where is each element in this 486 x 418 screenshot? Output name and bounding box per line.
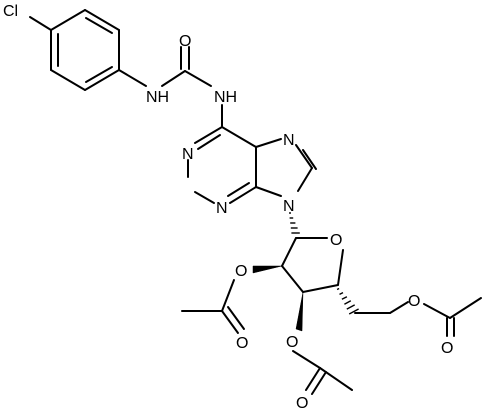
acetyl-5prime-methyl-bond — [449, 297, 482, 319]
acetyl-3prime-c-o-double-a — [305, 367, 321, 391]
acetate-3prime-carbonyl-oxygen-label: O — [296, 395, 308, 412]
o2prime-c-bond — [221, 279, 235, 312]
acetyl-3prime-c-o-double-b — [311, 371, 327, 395]
c2prime-wedge-bond — [252, 265, 283, 274]
purine-n9-label: N — [283, 198, 295, 215]
acetate-2prime-oxygen-label: O — [235, 263, 247, 280]
urea-nh-label-2: NH — [214, 89, 237, 106]
acetate-5prime-oxygen-label: O — [408, 293, 420, 310]
glycosidic-hashed-bond — [289, 212, 300, 234]
c3prime-wedge-bond — [295, 291, 304, 332]
acetate-3prime-oxygen-label: O — [286, 334, 298, 351]
carbonyl-nh-bond — [184, 70, 212, 87]
c5prime-o-bond — [389, 301, 409, 314]
ribose-ring — [281, 237, 344, 293]
acetyl-2prime-c-o-double-b — [227, 306, 245, 330]
o5prime-c-bond — [423, 303, 451, 319]
chlorophenyl-ring — [50, 9, 120, 91]
acetyl-3prime-methyl-bond — [319, 367, 353, 391]
ribose-ring-oxygen-label: O — [330, 232, 342, 249]
c5prime-hashed-bond — [336, 287, 359, 315]
purine-n7-label: N — [283, 132, 295, 149]
nh-carbonyl-bond — [161, 70, 186, 87]
urea-carbonyl-oxygen-label: O — [179, 33, 191, 50]
purine-n1-label: N — [182, 146, 194, 163]
purine-n3-label: N — [216, 200, 228, 217]
chlorine-atom-label: Cl — [3, 3, 18, 20]
c-cl-bond — [29, 16, 52, 31]
acetate-2prime-carbonyl-oxygen-label: O — [236, 335, 248, 352]
acetyl-2prime-c-o-double-a — [221, 310, 239, 334]
aryl-nh-bond — [118, 69, 147, 87]
pyrimidine-ring — [187, 126, 257, 204]
urea-nh-label-1: NH — [146, 89, 169, 106]
imidazole-ring — [255, 138, 317, 197]
o3prime-c-bond — [292, 350, 321, 369]
acetate-5prime-carbonyl-oxygen-label: O — [441, 340, 453, 357]
